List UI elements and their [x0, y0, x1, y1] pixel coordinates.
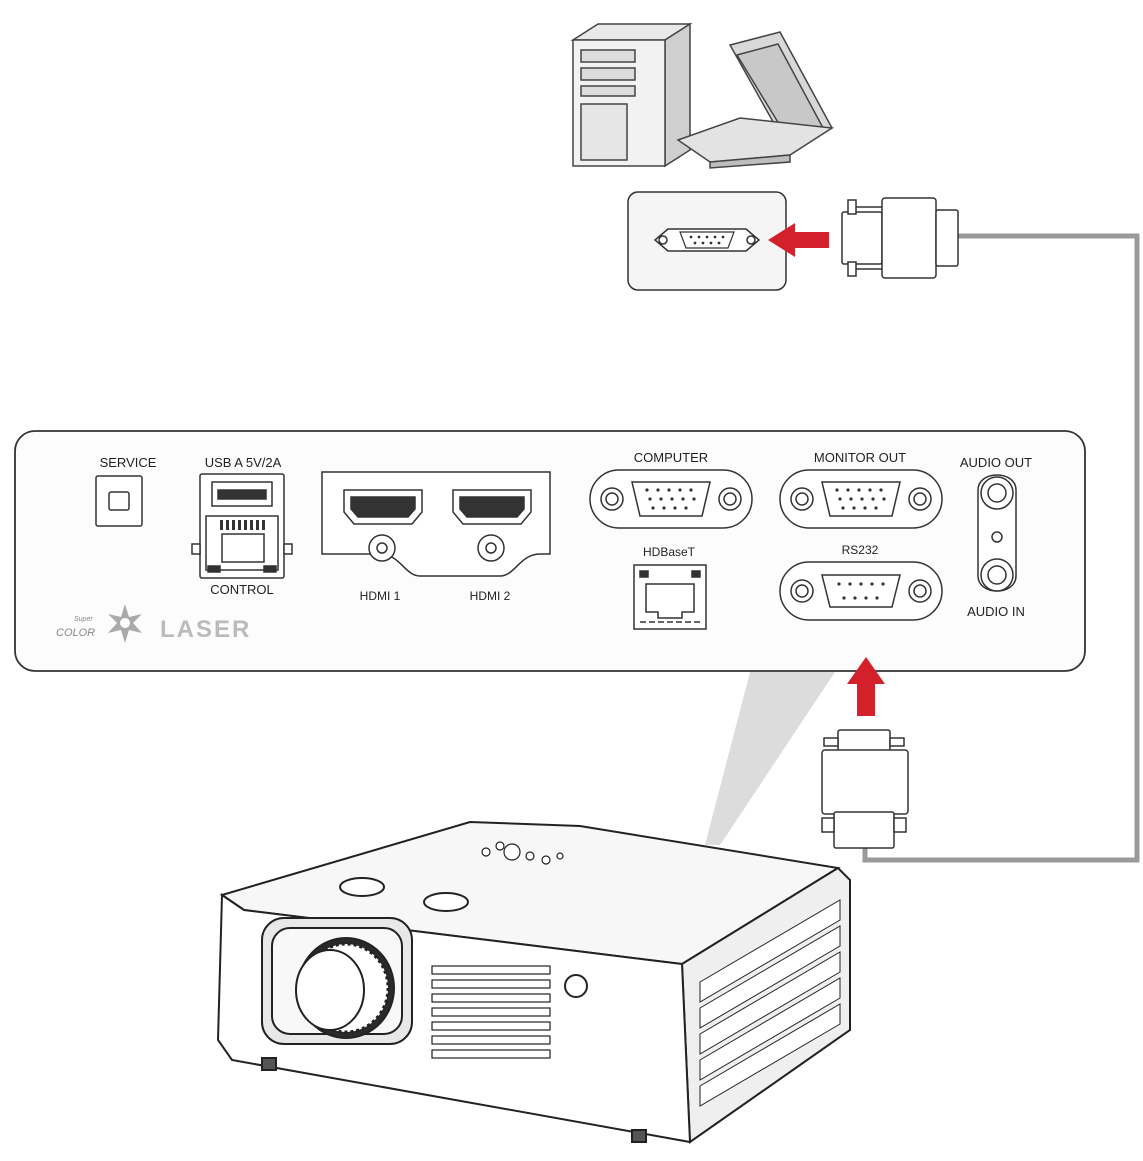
- service-label: SERVICE: [100, 455, 157, 470]
- db9-port-icon: [653, 228, 761, 252]
- audio-in-label: AUDIO IN: [967, 604, 1025, 619]
- projector-rear-panel: SERVICE USB A 5V/2A CONTROL: [14, 430, 1086, 672]
- hdmi1-label: HDMI 1: [360, 589, 401, 603]
- computer-serial-port-callout: [627, 191, 787, 291]
- top-control-buttons: [481, 841, 564, 865]
- audio-ports-block: [977, 474, 1017, 592]
- computer-vga-port: [589, 469, 753, 529]
- control-label: CONTROL: [210, 582, 274, 597]
- super-color-laser-logo: Super COLOR LASER: [56, 604, 251, 643]
- rs232-cable-connector-icon: [841, 197, 959, 279]
- audio-out-label: AUDIO OUT: [960, 455, 1032, 470]
- laptop-icon: [676, 31, 835, 169]
- projector-lens: [295, 937, 395, 1039]
- rs232-cable: [862, 233, 1140, 863]
- projection-beam: [705, 672, 835, 845]
- service-port: [95, 475, 143, 527]
- rs232-label: RS232: [842, 543, 879, 557]
- desktop-pc-icon: [570, 22, 693, 168]
- hdmi-ports-block: [321, 471, 551, 577]
- usb-label: USB A 5V/2A: [205, 455, 282, 470]
- usb-control-port-block: [191, 473, 293, 579]
- rs232-port: [779, 561, 943, 621]
- hdbaset-port: [633, 564, 707, 630]
- projector-icon: [216, 820, 851, 1144]
- side-vents: [699, 899, 841, 1107]
- arrow-to-rs232-port: [847, 657, 885, 716]
- logo-color-text: COLOR: [56, 627, 95, 639]
- monitor-out-label: MONITOR OUT: [814, 450, 906, 465]
- front-vents: [431, 965, 551, 1059]
- hdmi2-label: HDMI 2: [470, 589, 511, 603]
- arrow-to-computer-port: [768, 223, 829, 257]
- computer-label: COMPUTER: [634, 450, 708, 465]
- logo-super-text: Super: [74, 616, 93, 623]
- hdbaset-label: HDBaseT: [643, 545, 696, 559]
- monitor-out-vga-port: [779, 469, 943, 529]
- logo-laser-text: LASER: [160, 616, 251, 643]
- rs232-cable-connector-icon: [821, 729, 909, 849]
- logo-star-icon: [108, 604, 142, 643]
